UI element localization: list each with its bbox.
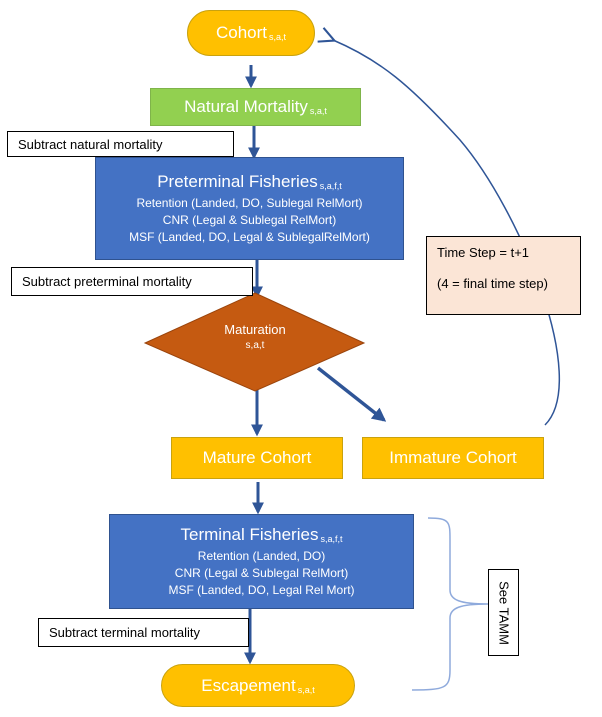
terminal-retention: Retention (Landed, DO) <box>197 548 326 563</box>
preterminal-msf: MSF (Landed, DO, Legal & SublegalRelMort… <box>129 229 370 244</box>
natural-mortality-label: Natural Mortality <box>184 97 308 116</box>
mature-cohort-node: Mature Cohort <box>171 437 343 479</box>
subtract-terminal-label: Subtract terminal mortality <box>49 625 200 640</box>
maturation-label: Maturation <box>224 322 286 337</box>
terminal-label: Terminal Fisheries <box>180 524 319 544</box>
escapement-subscript: s,a,t <box>297 684 315 695</box>
subtract-natural-label: Subtract natural mortality <box>18 136 163 152</box>
preterminal-label: Preterminal Fisheries <box>157 171 318 191</box>
maturation-subscript: s,a,t <box>245 340 265 351</box>
preterminal-cnr: CNR (Legal & Sublegal RelMort) <box>162 212 337 227</box>
terminal-subscript: s,a,f,t <box>320 533 343 544</box>
arrow-maturation-to-immature <box>316 366 387 422</box>
cohort-subscript: s,a,t <box>269 32 287 42</box>
subtract-terminal-note: Subtract terminal mortality <box>38 618 249 647</box>
terminal-cnr: CNR (Legal & Sublegal RelMort) <box>174 565 349 580</box>
immature-cohort-node: Immature Cohort <box>362 437 544 479</box>
maturation-node: Maturation s,a,t <box>190 322 320 351</box>
brace-terminal-group <box>411 517 489 691</box>
immature-cohort-label: Immature Cohort <box>389 448 517 467</box>
preterminal-retention: Retention (Landed, DO, Sublegal RelMort) <box>136 195 363 210</box>
subtract-natural-note: Subtract natural mortality <box>7 131 234 157</box>
natural-mortality-subscript: s,a,t <box>309 106 327 116</box>
preterminal-subscript: s,a,f,t <box>319 180 342 191</box>
time-step-box: Time Step = t+1 (4 = final time step) <box>426 236 581 315</box>
subtract-preterminal-label: Subtract preterminal mortality <box>22 274 192 289</box>
see-tamm-label: See TAMM <box>496 580 511 645</box>
escapement-label: Escapement <box>201 675 296 695</box>
maturation-diamond <box>143 292 366 392</box>
time-step-line2: (4 = final time step) <box>437 276 548 291</box>
see-tamm-box: See TAMM <box>488 569 519 656</box>
arrow-loop-back-to-cohort <box>333 40 561 426</box>
subtract-preterminal-note: Subtract preterminal mortality <box>11 267 253 296</box>
terminal-msf: MSF (Landed, DO, Legal Rel Mort) <box>168 582 355 597</box>
cohort-label: Cohort <box>215 23 267 42</box>
mature-cohort-label: Mature Cohort <box>202 448 312 467</box>
time-step-line1: Time Step = t+1 <box>437 245 530 260</box>
